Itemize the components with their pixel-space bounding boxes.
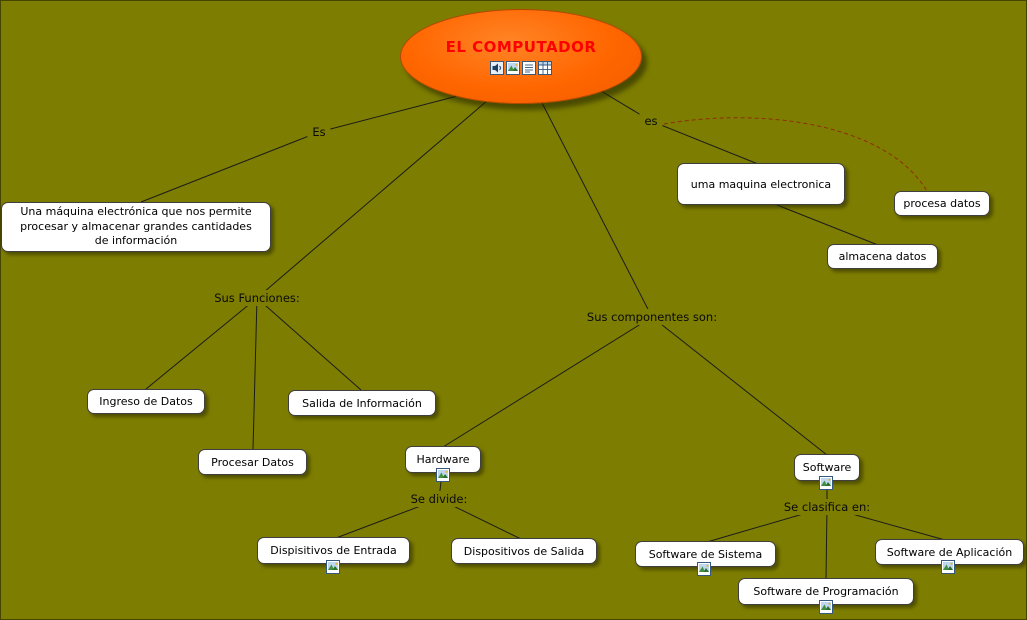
node-procesar-label: Procesar Datos (211, 455, 294, 469)
node-dispositivos-salida[interactable]: Dispositivos de Salida (451, 538, 597, 564)
node-almacena-datos[interactable]: almacena datos (827, 244, 938, 269)
software-image-icon[interactable] (819, 476, 833, 490)
root-resource-icons (490, 61, 552, 75)
link-label-funciones[interactable]: Sus Funciones: (209, 290, 305, 306)
software-aplicacion-image-icon[interactable] (941, 560, 955, 574)
node-disp-salida-label: Dispositivos de Salida (463, 544, 585, 558)
node-hardware[interactable]: Hardware (405, 446, 481, 473)
link-label-es-left[interactable]: Es (307, 124, 331, 140)
link-label-es-right[interactable]: es (639, 113, 663, 129)
audio-icon[interactable] (490, 61, 504, 75)
hardware-image-icon[interactable] (436, 468, 450, 482)
link-label-clasifica[interactable]: Se clasifica en: (778, 499, 876, 515)
document-icon[interactable] (522, 61, 536, 75)
edge-root-maquina (600, 90, 759, 165)
edge-funciones-ingreso (145, 297, 258, 390)
edge-root-definicion (140, 92, 470, 203)
edge-funciones-salida (256, 297, 362, 391)
edge-maquina-almacena (776, 204, 879, 246)
node-software[interactable]: Software (794, 454, 860, 481)
node-definicion-line3: de información (94, 234, 178, 248)
node-maquina-electronica[interactable]: uma maquina electronica (677, 163, 845, 205)
node-almacena-label: almacena datos (838, 250, 927, 263)
root-node[interactable]: EL COMPUTADOR (400, 9, 642, 104)
node-sw-sistema-label: Software de Sistema (648, 547, 763, 561)
node-ingreso-label: Ingreso de Datos (99, 395, 193, 408)
node-sw-programacion-label: Software de Programación (753, 585, 899, 598)
node-maquina-label: uma maquina electronica (690, 177, 832, 191)
node-definicion[interactable]: Una máquina electrónica que nos permite … (1, 202, 271, 252)
edge-funciones-procesar (252, 297, 258, 450)
edge-root-componentes (540, 100, 653, 318)
node-disp-entrada-label: Dispisitivos de Entrada (270, 544, 397, 557)
image-icon[interactable] (506, 61, 520, 75)
edge-clasifica-programacion (825, 506, 828, 580)
node-hardware-label: Hardware (416, 453, 470, 466)
node-salida-informacion[interactable]: Salida de Información (288, 390, 436, 416)
software-sistema-image-icon[interactable] (697, 562, 711, 576)
edge-root-funciones (256, 99, 489, 299)
node-procesa-datos[interactable]: procesa datos (894, 191, 990, 216)
software-programacion-image-icon[interactable] (819, 600, 833, 614)
node-definicion-line1: Una máquina electrónica que nos permite (20, 205, 252, 219)
dispositivos-entrada-image-icon[interactable] (326, 560, 340, 574)
node-ingreso-datos[interactable]: Ingreso de Datos (87, 389, 205, 414)
edge-componentes-software (651, 316, 828, 456)
edge-dashed-procesa (663, 117, 928, 192)
link-label-divide[interactable]: Se divide: (405, 491, 473, 507)
root-title: EL COMPUTADOR (445, 38, 597, 56)
node-dispositivos-entrada[interactable]: Dispisitivos de Entrada (257, 537, 410, 564)
link-label-componentes[interactable]: Sus componentes son: (581, 309, 723, 325)
node-sw-aplicacion-label: Software de Aplicación (886, 545, 1013, 559)
node-procesar-datos[interactable]: Procesar Datos (198, 449, 307, 475)
table-icon[interactable] (538, 61, 552, 75)
node-definicion-line2: procesar y almacenar grandes cantidades (20, 219, 252, 233)
node-procesa-label: procesa datos (903, 197, 981, 210)
node-salida-info-label: Salida de Información (302, 396, 422, 410)
node-software-label: Software (802, 461, 852, 474)
edge-componentes-hardware (442, 316, 653, 448)
